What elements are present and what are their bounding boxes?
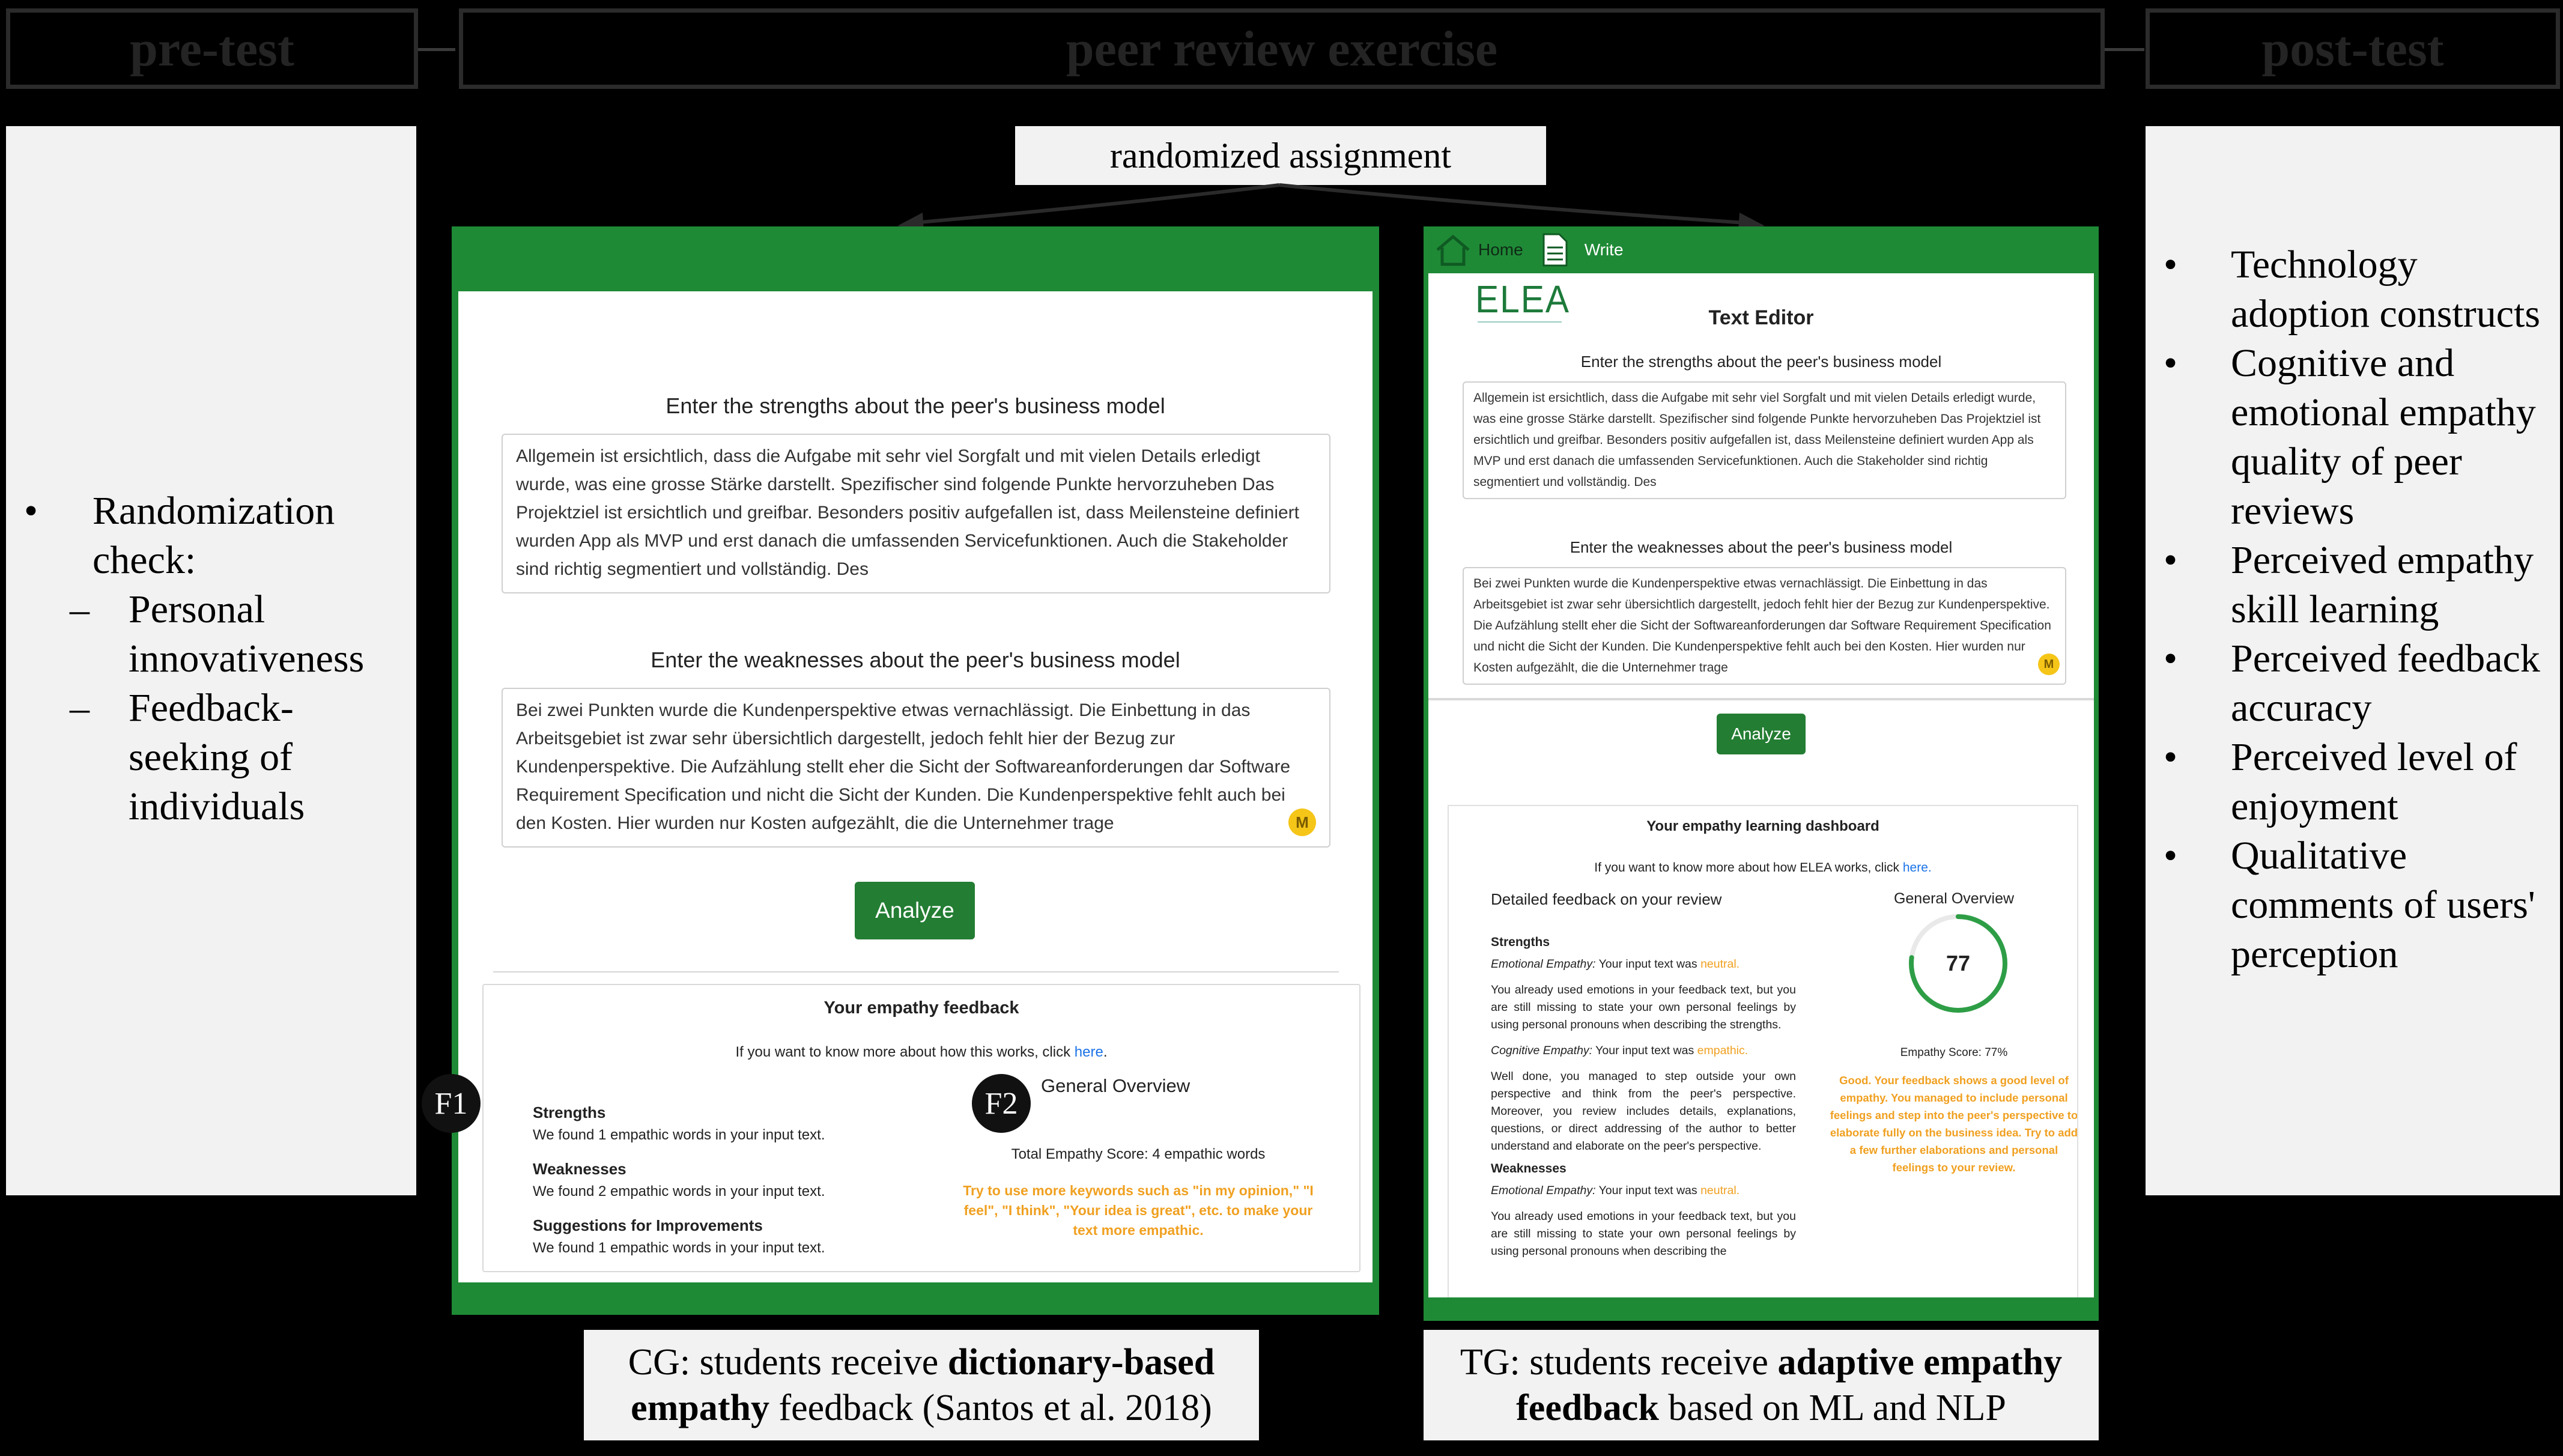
post-item: •Qualitative comments of users' percepti… bbox=[2164, 831, 2554, 979]
phase-post-test: post-test bbox=[2146, 8, 2560, 89]
weaknesses-label: Enter the weaknesses about the peer's bu… bbox=[1570, 538, 1953, 556]
total-score: Total Empathy Score: 4 empathic words bbox=[1011, 1146, 1266, 1162]
good-feedback-text: Good. Your feedback shows a good level o… bbox=[1830, 1074, 2078, 1174]
bullet-icon: • bbox=[2164, 637, 2178, 681]
detailed-feedback-heading: Detailed feedback on your review bbox=[1491, 890, 1722, 908]
here-link[interactable]: here. bbox=[1902, 861, 1932, 875]
bullet-icon: • bbox=[2164, 243, 2178, 287]
general-overview-heading: General Overview bbox=[1041, 1075, 1191, 1096]
feedback-seeking: Feedback-seeking of individuals bbox=[129, 686, 305, 828]
arrow-peer-to-post bbox=[2105, 48, 2144, 51]
analyze-button[interactable]: Analyze bbox=[1717, 714, 1806, 754]
post-item: •Perceived level of enjoyment bbox=[2164, 733, 2554, 831]
feedback-intro: If you want to know more about how this … bbox=[735, 1044, 1108, 1060]
here-link[interactable]: here bbox=[1074, 1044, 1103, 1060]
personal-innovativeness: Personal innovativeness bbox=[129, 587, 365, 681]
nav-write[interactable]: Write bbox=[1584, 240, 1624, 259]
weaknesses-textarea[interactable]: Bei zwei Punkten wurde die Kundenperspek… bbox=[1463, 567, 2066, 685]
dashboard-intro: If you want to know more about how ELEA … bbox=[1594, 861, 1932, 875]
m-badge-icon: M bbox=[1288, 808, 1316, 836]
m-badge-icon: M bbox=[2038, 654, 2060, 675]
cg-screen-content: Enter the strengths about the peer's bus… bbox=[458, 291, 1372, 1282]
arrow-pre-to-peer bbox=[418, 48, 455, 51]
empathic-badge: empathic. bbox=[1697, 1044, 1749, 1057]
feedback-title: Your empathy feedback bbox=[823, 998, 1019, 1018]
strengths-heading: Strengths bbox=[1491, 935, 1550, 949]
arrow-head-tg bbox=[1738, 213, 1765, 231]
strengths-heading: Strengths bbox=[533, 1103, 606, 1121]
weaknesses-heading: Weaknesses bbox=[533, 1160, 626, 1178]
elea-logo: ELEA bbox=[1475, 278, 1570, 321]
arrow-to-tg bbox=[1279, 183, 1755, 225]
home-icon[interactable] bbox=[1434, 233, 1472, 267]
phase-peer-review: peer review exercise bbox=[459, 8, 2105, 89]
weakness-feedback-paragraph: You already used emotions in your feedba… bbox=[1491, 1210, 1796, 1258]
general-overview-heading: General Overview bbox=[1893, 890, 2015, 907]
editor-title: Text Editor bbox=[1708, 306, 1814, 329]
pre-test-panel: • Randomization check: – Personal innova… bbox=[6, 126, 416, 1195]
detailed-feedback-column: Strengths Emotional Empathy: Your input … bbox=[1491, 933, 1796, 1260]
emotional-empathy-label: Emotional Empathy: bbox=[1491, 1184, 1596, 1197]
weaknesses-result: We found 2 empathic words in your input … bbox=[533, 1183, 825, 1200]
divider bbox=[1428, 698, 2094, 700]
arrow-head-cg bbox=[897, 213, 924, 231]
dash-icon: – bbox=[70, 587, 89, 631]
tg-nav: Home Write bbox=[1427, 228, 2096, 271]
assignment-arrows bbox=[897, 183, 1765, 231]
post-test-panel: •Technology adoption constructs •Cogniti… bbox=[2146, 126, 2560, 1195]
nav-home[interactable]: Home bbox=[1478, 240, 1523, 259]
cg-caption: CG: students receive dictionary-based em… bbox=[584, 1330, 1259, 1440]
analyze-button[interactable]: Analyze bbox=[855, 882, 975, 939]
phase-pre-test: pre-test bbox=[6, 8, 418, 89]
bullet-icon: • bbox=[2164, 834, 2178, 878]
bullet-icon: • bbox=[2164, 341, 2178, 385]
gauge-arc bbox=[1909, 914, 2007, 1013]
tg-screen-content: ELEA Text Editor Enter the strengths abo… bbox=[1428, 273, 2094, 1297]
emotional-feedback-paragraph: You already used emotions in your feedba… bbox=[1491, 983, 1796, 1031]
divider bbox=[493, 971, 1339, 972]
post-item: •Technology adoption constructs bbox=[2164, 240, 2554, 339]
randomized-assignment-box: randomized assignment bbox=[1015, 126, 1546, 185]
f1-badge: F1 bbox=[422, 1074, 481, 1133]
post-item: •Cognitive and emotional empathy quality… bbox=[2164, 339, 2554, 536]
f2-badge: F2 bbox=[972, 1074, 1031, 1133]
gauge-score-text: 77 bbox=[1946, 951, 1970, 975]
arrow-to-cg bbox=[906, 183, 1280, 225]
neutral-badge: neutral. bbox=[1700, 1184, 1740, 1197]
empathy-score-gauge: 77 bbox=[1909, 914, 2007, 1013]
emotional-empathy-label: Emotional Empathy: bbox=[1491, 957, 1596, 971]
weaknesses-heading: Weaknesses bbox=[1491, 1162, 1567, 1175]
logo-underline bbox=[1478, 321, 1562, 323]
strengths-label: Enter the strengths about the peer's bus… bbox=[1580, 353, 1942, 371]
bullet-icon: • bbox=[24, 489, 38, 533]
suggestions-heading: Suggestions for Improvements bbox=[533, 1216, 763, 1234]
feedback-card: Your empathy feedback If you want to kno… bbox=[482, 984, 1360, 1272]
tg-caption: TG: students receive adaptive empathy fe… bbox=[1424, 1330, 2099, 1440]
document-icon[interactable] bbox=[1540, 232, 1569, 268]
randomization-check-label: Randomization check: bbox=[93, 489, 335, 582]
keyword-tip: Try to use more keywords such as "in my … bbox=[963, 1183, 1314, 1238]
dashboard-card: Your empathy learning dashboard If you w… bbox=[1448, 805, 2078, 1297]
post-item: •Perceived feedback accuracy bbox=[2164, 634, 2554, 733]
suggestions-result: We found 1 empathic words in your input … bbox=[533, 1240, 825, 1256]
bullet-icon: • bbox=[2164, 538, 2178, 582]
strengths-textarea[interactable]: Allgemein ist ersichtlich, dass die Aufg… bbox=[502, 434, 1330, 593]
dashboard-title: Your empathy learning dashboard bbox=[1646, 818, 1879, 834]
strengths-textarea[interactable]: Allgemein ist ersichtlich, dass die Aufg… bbox=[1463, 381, 2066, 499]
weaknesses-textarea[interactable]: Bei zwei Punkten wurde die Kundenperspek… bbox=[502, 688, 1330, 848]
strengths-label: Enter the strengths about the peer's bus… bbox=[666, 393, 1165, 418]
empathy-score-label: Empathy Score: 77% bbox=[1900, 1046, 2008, 1059]
bullet-icon: • bbox=[2164, 735, 2178, 779]
cognitive-empathy-label: Cognitive Empathy: bbox=[1491, 1044, 1593, 1057]
strengths-result: We found 1 empathic words in your input … bbox=[533, 1127, 825, 1143]
post-item: •Perceived empathy skill learning bbox=[2164, 536, 2554, 634]
weaknesses-label: Enter the weaknesses about the peer's bu… bbox=[651, 648, 1180, 672]
cognitive-feedback-paragraph: Well done, you managed to step outside y… bbox=[1491, 1070, 1796, 1153]
dash-icon: – bbox=[70, 686, 89, 730]
neutral-badge: neutral. bbox=[1700, 957, 1740, 971]
